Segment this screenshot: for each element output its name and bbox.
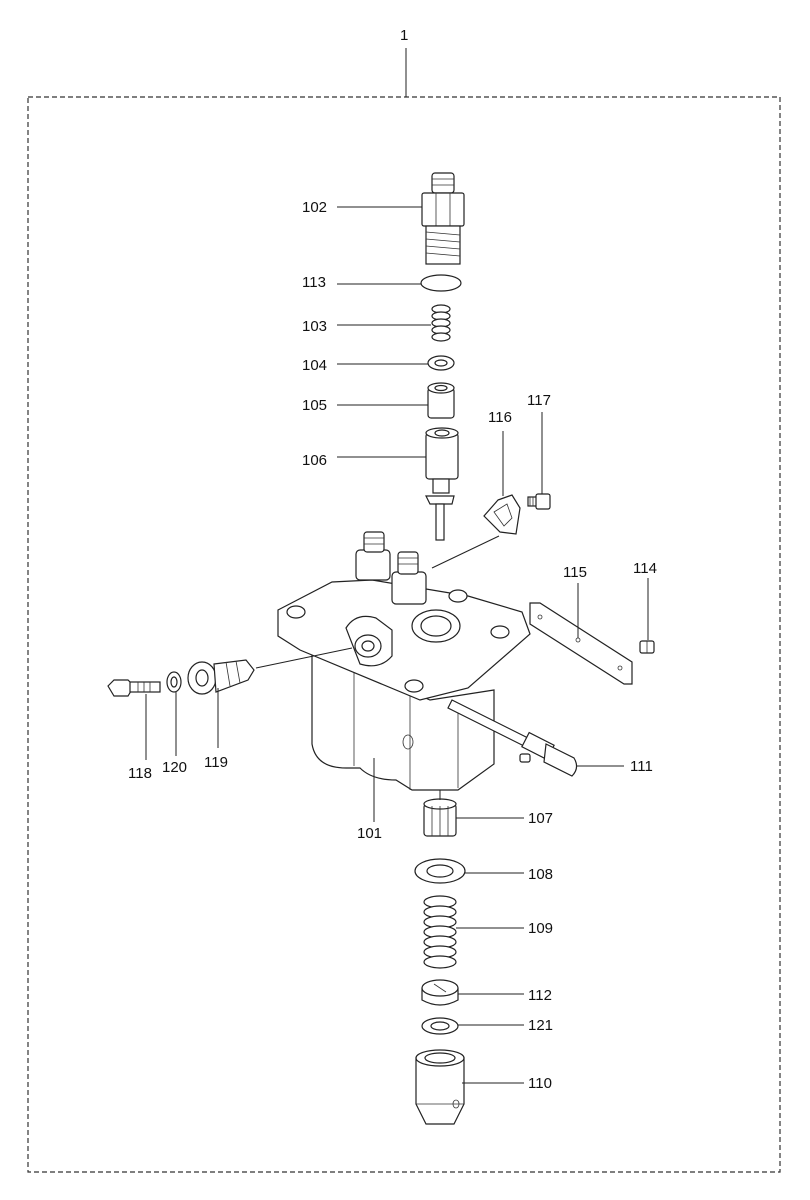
callout-101: 101 xyxy=(357,825,382,842)
callout-107: 107 xyxy=(528,810,553,827)
part-107-tappet-guide[interactable] xyxy=(423,798,457,837)
callout-115: 115 xyxy=(563,564,587,581)
part-109-plunger-spring[interactable] xyxy=(423,895,457,969)
part-119-banjo-fitting[interactable] xyxy=(187,659,255,695)
assembly-number-label: 1 xyxy=(400,27,408,44)
part-103-spring[interactable] xyxy=(431,304,451,342)
part-118-bolt[interactable] xyxy=(107,679,161,697)
callout-121: 121 xyxy=(528,1017,553,1034)
part-104-gasket[interactable] xyxy=(427,355,455,371)
callout-113: 113 xyxy=(302,274,326,291)
callout-110: 110 xyxy=(528,1075,552,1092)
callout-118: 118 xyxy=(128,765,152,782)
part-120-washer[interactable] xyxy=(166,671,182,693)
callout-108: 108 xyxy=(528,866,553,883)
callout-114: 114 xyxy=(633,560,657,577)
part-101-pump-housing[interactable] xyxy=(277,531,531,791)
part-113-o-ring[interactable] xyxy=(420,274,462,292)
part-111-control-rack[interactable] xyxy=(447,699,578,777)
part-106-plunger-barrel[interactable] xyxy=(425,427,459,541)
callout-103: 103 xyxy=(302,318,327,335)
callout-112: 112 xyxy=(528,987,552,1004)
assembly-boundary xyxy=(27,96,781,1173)
part-105-delivery-valve[interactable] xyxy=(427,382,455,419)
callout-104: 104 xyxy=(302,357,327,374)
part-115-cover-plate[interactable] xyxy=(529,602,633,685)
part-117-screw[interactable] xyxy=(527,493,551,510)
part-110-tappet[interactable] xyxy=(415,1049,465,1125)
callout-120: 120 xyxy=(162,759,187,776)
part-102-delivery-valve-holder[interactable] xyxy=(421,172,465,265)
part-116-control-sleeve[interactable] xyxy=(483,494,521,535)
callout-117: 117 xyxy=(527,392,551,409)
part-112-lower-spring-seat[interactable] xyxy=(421,979,459,1006)
part-121-shim[interactable] xyxy=(421,1017,459,1035)
callout-109: 109 xyxy=(528,920,553,937)
callout-111: 111 xyxy=(630,758,653,775)
callout-105: 105 xyxy=(302,397,327,414)
callout-119: 119 xyxy=(204,754,228,771)
part-108-spring-seat[interactable] xyxy=(414,858,466,884)
part-114-screw[interactable] xyxy=(639,640,655,654)
callout-116: 116 xyxy=(488,409,512,426)
callout-106: 106 xyxy=(302,452,327,469)
callout-102: 102 xyxy=(302,199,327,216)
